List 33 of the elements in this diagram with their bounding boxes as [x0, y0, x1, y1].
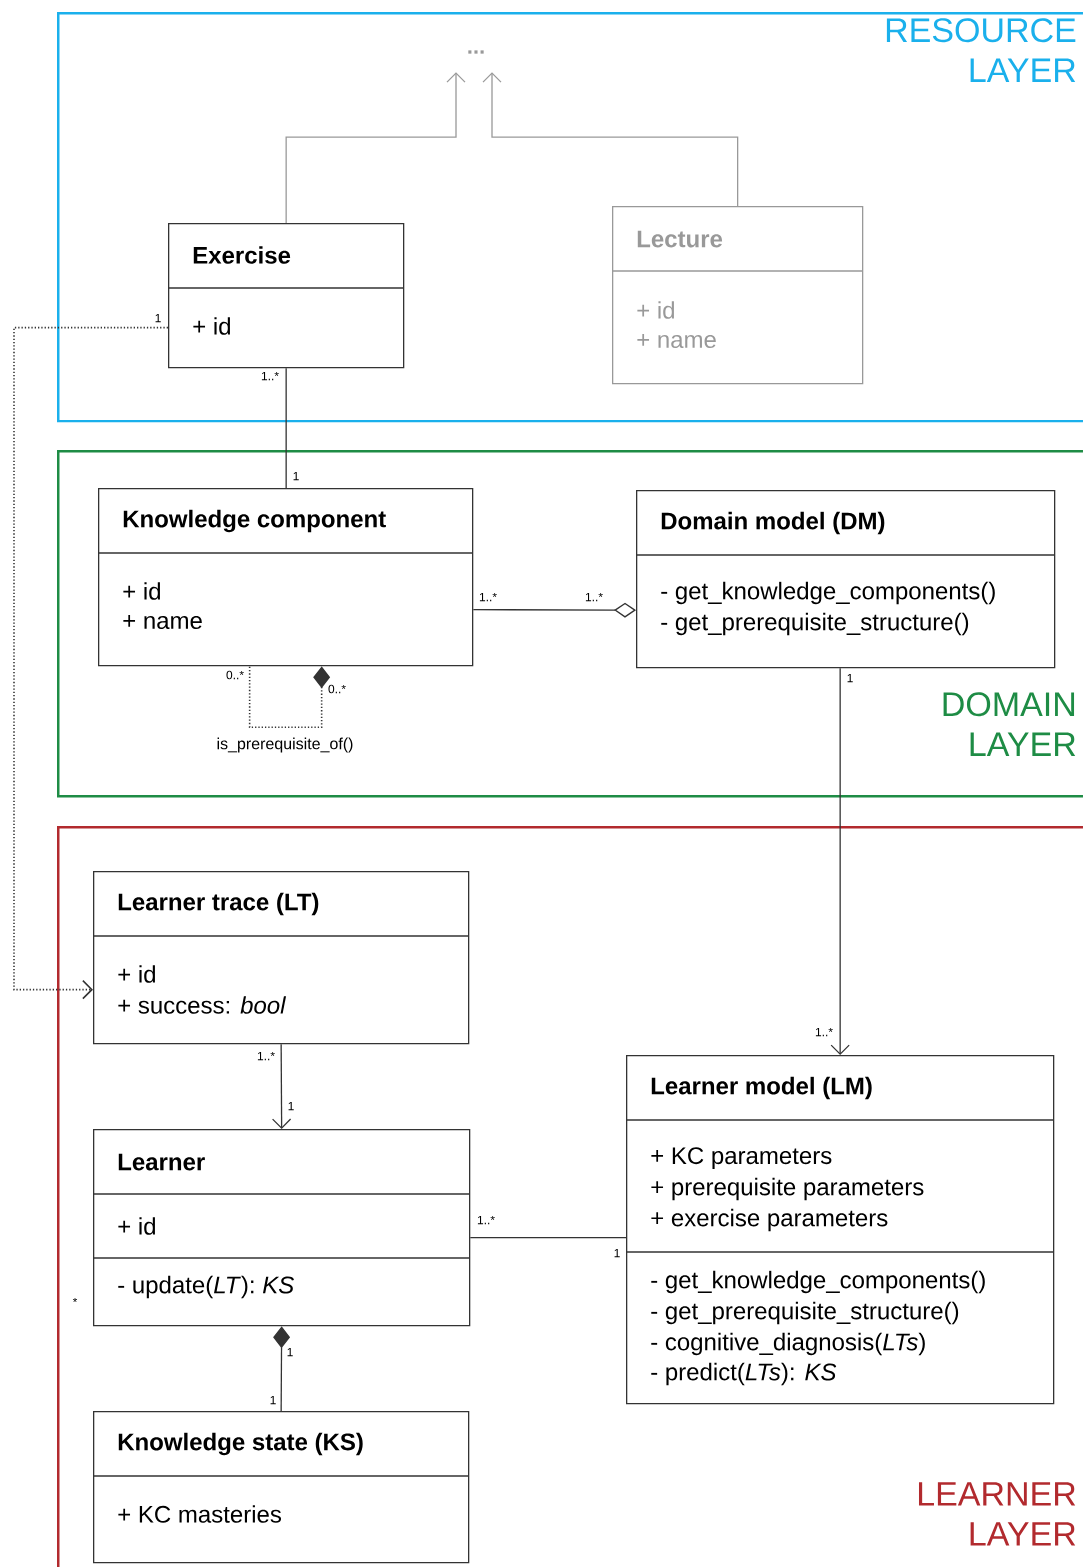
class-box: Lecture + id + name: [611, 206, 864, 385]
multiplicity-label: 1: [293, 471, 299, 481]
class-box: Exercise + id: [167, 223, 405, 369]
multiplicity-label: 1: [614, 1248, 620, 1258]
arrow: [271, 1043, 292, 1129]
association-line: [285, 367, 287, 489]
arrow: [482, 72, 739, 207]
class-box: Knowledge component + id + name: [97, 488, 474, 667]
ellipsis-text: ...: [468, 50, 484, 54]
multiplicity-label: 1..*: [585, 592, 603, 602]
multiplicity-label: 1..*: [479, 592, 497, 602]
association-line: [472, 602, 636, 618]
multiplicity-label: 1..*: [257, 1051, 275, 1061]
multiplicity-label: 0..*: [328, 684, 346, 694]
association-line: [469, 1237, 627, 1239]
arrow: [13, 326, 169, 1000]
multiplicity-label: 1: [288, 1101, 294, 1111]
multiplicity-label: 0..*: [226, 670, 244, 680]
multiplicity-label: 1: [270, 1395, 276, 1405]
multiplicity-label: 1: [155, 313, 161, 323]
class-box: Learner model (LM) + KC parameters + prerequisite parameters + exercise parameters - get_knowledge_components() - get_prerequisite_structure() - cognitive_diagnosis(LTs) - predict(LTs): KS: [625, 1055, 1055, 1405]
multiplicity-label: *: [72, 1297, 78, 1303]
multiplicity-label: 1: [287, 1347, 293, 1357]
class-box: Knowledge state (KS) + KC masteries: [92, 1411, 470, 1564]
class-box: Domain model (DM) - get_knowledge_components() - get_prerequisite_structure(): [635, 490, 1056, 669]
multiplicity-label: 1..*: [261, 371, 279, 381]
class-box: Learner trace (LT) + id + success: bool: [92, 871, 470, 1045]
edge-label: is_prerequisite_of(): [215, 736, 355, 754]
arrow: [285, 72, 466, 224]
arrow: [830, 667, 850, 1055]
multiplicity-label: 1..*: [815, 1027, 833, 1037]
class-box: Learner + id - update(LT): KS: [92, 1129, 471, 1327]
multiplicity-label: 1: [847, 673, 853, 683]
